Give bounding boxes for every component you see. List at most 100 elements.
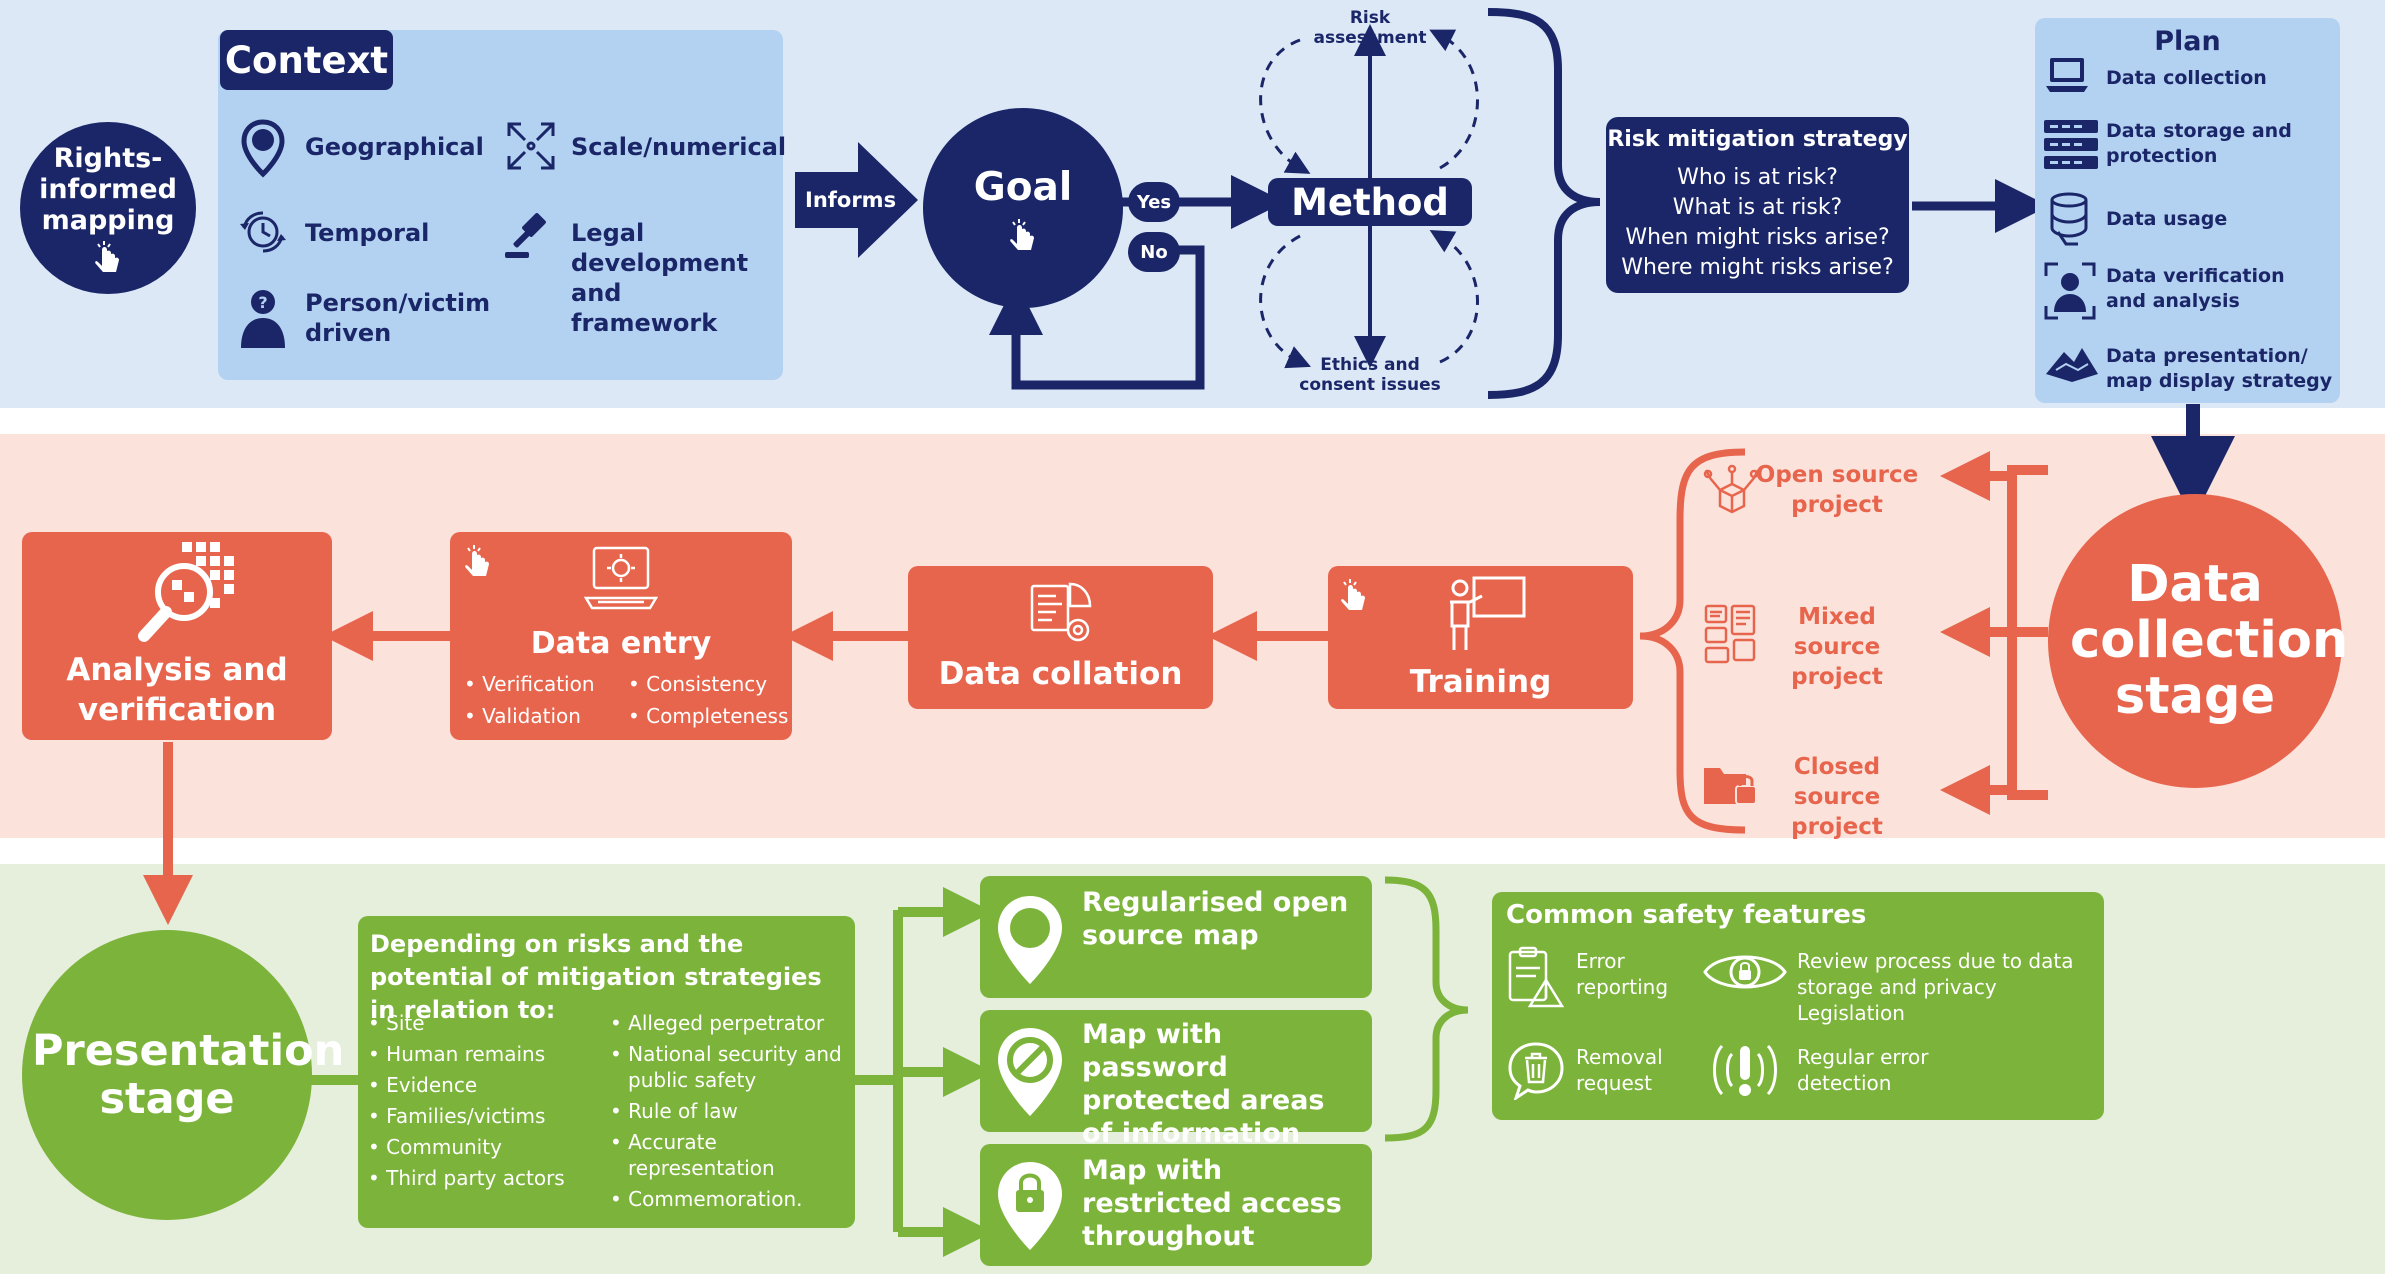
eye-lock-icon (1703, 955, 1787, 989)
plan-data-usage-label: Data usage (2106, 208, 2228, 230)
database-hand-icon (2050, 192, 2088, 246)
risk-question: Who is at risk? (1677, 165, 1838, 190)
no-badge: No (1128, 232, 1180, 272)
open-source-map-option[interactable]: Regularised open source map (980, 876, 1372, 998)
svg-text:?: ? (258, 293, 267, 312)
mitigation-intro: Depending on risks and the potential of … (370, 930, 822, 1024)
plan-data-presentation-label: Data presentation/ map display strategy (2106, 345, 2333, 392)
context-person-label: Person/victim driven (305, 289, 491, 347)
risk-question: What is at risk? (1672, 195, 1843, 220)
closed-source-project-label: Closed source project (1791, 754, 1883, 840)
context-temporal-label: Temporal (305, 219, 430, 247)
entry-bullet-verification: • Verification (464, 672, 595, 696)
context-legal-label: Legal development and framework (571, 219, 749, 337)
clock-cycle-icon (240, 211, 286, 253)
context-geographical-label: Geographical (305, 133, 484, 161)
safety-removal-request-label: Removal request (1576, 1045, 1663, 1095)
rights-informed-mapping-label: Rights-informed mapping (39, 142, 177, 236)
list-item: • Evidence (368, 1073, 478, 1097)
alert-signal-icon (1713, 1044, 1777, 1096)
no-loop-arrow (989, 245, 1205, 390)
analysis-verification-label: Analysis and verification (66, 652, 288, 728)
entry-bullet-consistency: • Consistency (628, 672, 768, 696)
safety-title: Common safety features (1506, 900, 1867, 930)
left-consideration-list: • Site • Human remains • Evidence • Fami… (368, 1010, 565, 1191)
presentation-stage-node[interactable]: Presentation stage (22, 930, 345, 1220)
risk-assessment-label: Risk assessment (1313, 8, 1427, 48)
safety-regular-error-label: Regular error detection (1797, 1045, 1929, 1095)
password-map-label: Map with password protected areas of inf… (1082, 1019, 1325, 1149)
context-title: Context (220, 30, 393, 90)
magnifier-pixels-icon (138, 542, 234, 642)
open-source-project-label: Open source project (1755, 462, 1919, 518)
data-collation-node[interactable]: Data collation (908, 566, 1213, 709)
list-item: • Accurate representation (610, 1130, 775, 1180)
right-consideration-list: • Alleged perpetrator • National securit… (610, 1010, 850, 1212)
list-item: • Families/victims (368, 1104, 546, 1128)
mixed-source-icon (1704, 604, 1756, 664)
list-item: • Third party actors (368, 1166, 565, 1190)
locked-folder-icon (1704, 768, 1757, 805)
list-item: • Site (368, 1011, 425, 1035)
map-pin-lock-icon (998, 1162, 1062, 1250)
open-source-map-label: Regularised open source map (1082, 887, 1349, 951)
training-node[interactable]: Training (1328, 566, 1633, 709)
restricted-map-label: Map with restricted access throughout (1082, 1155, 1342, 1252)
risk-question: When might risks arise? (1625, 225, 1890, 250)
person-question-icon: ? (241, 290, 285, 348)
risk-mitigation-title: Risk mitigation strategy (1607, 127, 1908, 152)
restricted-map-option[interactable]: Map with restricted access throughout (980, 1144, 1372, 1266)
method-node[interactable]: Method (1268, 178, 1472, 226)
plan-data-storage-label: Data storage and protection (2106, 120, 2292, 167)
terrain-map-icon (2046, 348, 2098, 382)
server-icon (2044, 120, 2098, 169)
entry-bullet-validation: • Validation (464, 704, 581, 728)
pointer-hand-icon (95, 240, 119, 272)
collation-document-icon (1030, 582, 1092, 642)
list-item: • Human remains (368, 1042, 546, 1066)
laptop-gear-icon (584, 546, 658, 610)
teacher-board-icon (1450, 576, 1526, 650)
clipboard-warning-icon (1508, 946, 1565, 1008)
informs-label: Informs (805, 188, 897, 212)
rights-informed-mapping-node[interactable]: Rights-informed mapping (20, 122, 196, 294)
common-safety-features-box: Common safety features Error reporting R… (1492, 892, 2104, 1120)
entry-bullet-completeness: • Completeness (628, 704, 789, 728)
informs-arrow (795, 142, 918, 258)
safety-review-process-label: Review process due to data storage and p… (1797, 949, 2074, 1025)
list-item: • Commemoration. (610, 1187, 803, 1211)
risk-mitigation-box: Risk mitigation strategy Who is at risk?… (1606, 117, 1909, 293)
gavel-icon (505, 213, 546, 258)
map-pin-icon (998, 896, 1062, 984)
cube-network-icon (1703, 464, 1760, 514)
expand-arrows-icon (507, 122, 555, 170)
password-map-option[interactable]: Map with password protected areas of inf… (980, 1010, 1372, 1149)
pointer-hand-icon (465, 545, 489, 576)
risk-question: Where might risks arise? (1621, 255, 1894, 280)
safety-error-reporting-label: Error reporting (1576, 949, 1669, 999)
map-pin-icon (241, 119, 285, 178)
person-scan-icon (2044, 262, 2096, 320)
goal-label: Goal (973, 164, 1073, 210)
trash-bubble-icon (1508, 1042, 1564, 1100)
list-item: • Alleged perpetrator (610, 1011, 825, 1035)
presentation-stage-label: Presentation stage (32, 1026, 345, 1124)
goal-node[interactable]: Goal (923, 108, 1123, 308)
list-item: • Rule of law (610, 1099, 738, 1123)
data-entry-node[interactable]: Data entry • Verification • Consistency … (450, 532, 792, 740)
pointer-hand-icon (1010, 218, 1034, 250)
plan-data-verification-label: Data verification and analysis (2106, 265, 2285, 312)
mixed-source-project-label: Mixed source project (1791, 604, 1883, 690)
data-entry-title: Data entry (530, 626, 712, 661)
training-label: Training (1409, 664, 1552, 700)
data-collection-stage-label: Data collection stage (2070, 555, 2349, 726)
laptop-icon (2046, 58, 2088, 92)
plan-data-collection-label: Data collection (2106, 67, 2267, 89)
list-item: • National security and public safety (610, 1042, 842, 1092)
data-collection-stage-node[interactable]: Data collection stage (2048, 494, 2349, 788)
yes-badge: Yes (1128, 182, 1180, 222)
list-item: • Community (368, 1135, 502, 1159)
analysis-verification-node[interactable]: Analysis and verification (22, 532, 332, 740)
pointer-hand-icon (1341, 579, 1365, 610)
data-collation-label: Data collation (938, 656, 1183, 692)
